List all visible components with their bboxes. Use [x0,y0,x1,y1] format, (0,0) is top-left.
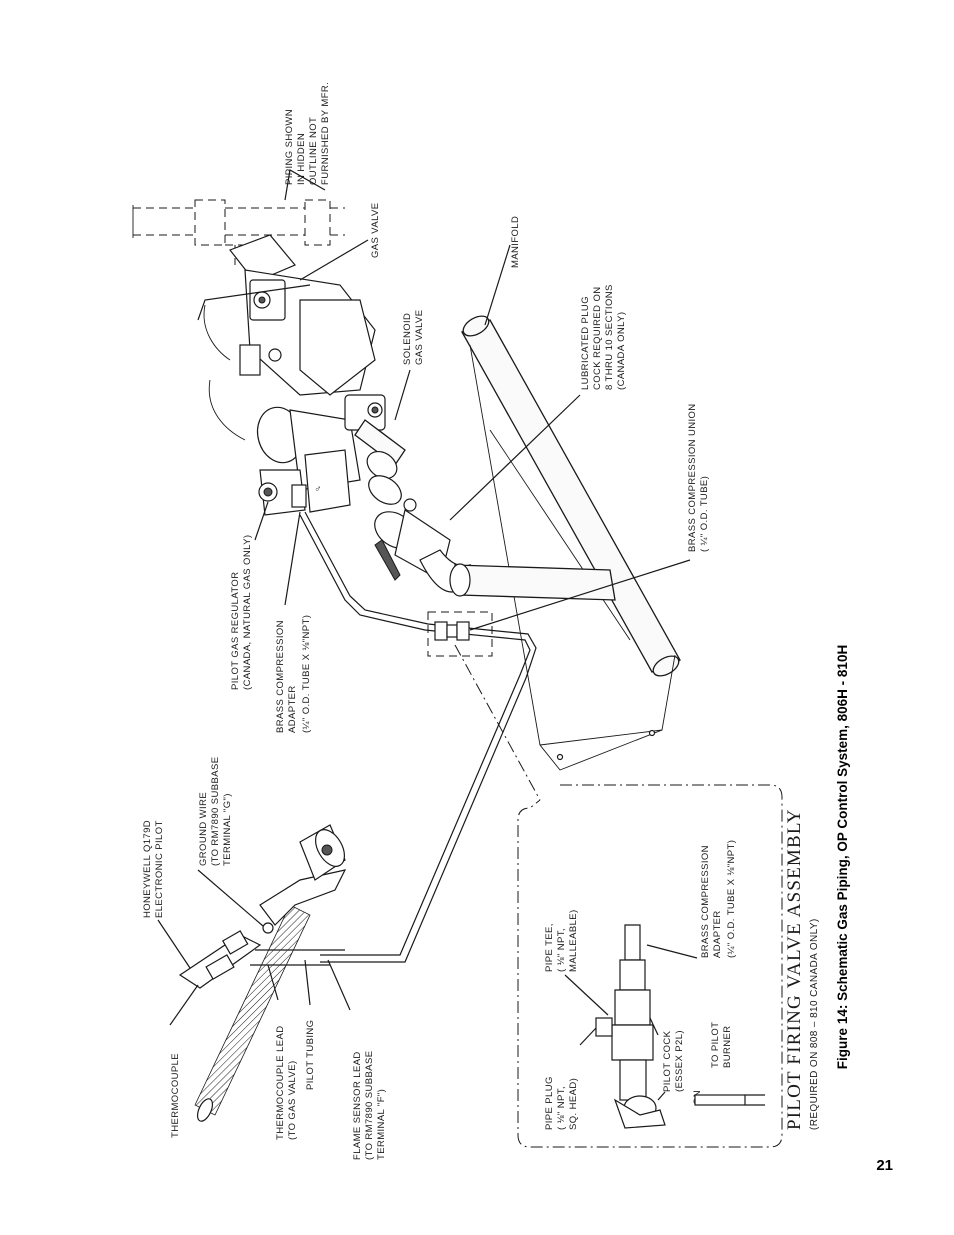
svg-text:(¼" O.D. TUBE X ⅛"NPT): (¼" O.D. TUBE X ⅛"NPT) [301,615,312,733]
svg-text:GAS VALVE: GAS VALVE [414,309,425,365]
svg-text:PILOT GAS REGULATOR: PILOT GAS REGULATOR [230,572,241,690]
label-piping-hidden: PIPING SHOWN IN HIDDEN OUTLINE NOT FURNI… [284,82,331,185]
label-pilot-cock: PILOT COCK (ESSEX P2L) [662,1030,685,1092]
honeywell-pilot [178,824,347,1122]
svg-text:OUTLINE NOT: OUTLINE NOT [308,117,319,185]
svg-text:8 THRU 10 SECTIONS: 8 THRU 10 SECTIONS [604,284,615,390]
label-thermocouple: THERMOCOUPLE [170,1053,181,1138]
svg-text:BRASS COMPRESSION: BRASS COMPRESSION [700,845,711,958]
figure-caption: Figure 14: Schematic Gas Piping, OP Cont… [835,645,850,1069]
label-flame-sensor: FLAME SENSOR LEAD (TO RM7890 SUBBASE TER… [352,1051,387,1160]
field-piping-hidden [132,199,345,265]
label-gas-valve: GAS VALVE [370,202,381,258]
svg-text:( ⅛" NPT,: ( ⅛" NPT, [556,928,567,972]
svg-text:ADAPTER: ADAPTER [287,685,298,733]
svg-text:BRASS COMPRESSION UNION: BRASS COMPRESSION UNION [687,403,698,552]
svg-text:PIPE TEE,: PIPE TEE, [544,923,555,972]
svg-text:(ESSEX P2L): (ESSEX P2L) [674,1030,685,1092]
pilot-tubing [299,511,537,963]
svg-text:TERMINAL "F"): TERMINAL "F") [376,1089,387,1160]
label-honeywell: HONEYWELL Q179D ELECTRONIC PILOT [142,820,165,918]
svg-text:PIPING SHOWN: PIPING SHOWN [284,109,295,185]
svg-text:SOLENOID: SOLENOID [402,313,413,365]
svg-text:(TO RM7890 SUBBASE: (TO RM7890 SUBBASE [210,757,221,866]
svg-text:PILOT COCK: PILOT COCK [662,1030,673,1092]
label-pipe-tee: PIPE TEE, ( ⅛" NPT, MALLEABLE) [544,909,579,972]
svg-text:♂: ♂ [314,484,322,495]
svg-text:(CANADA, NATURAL GAS ONLY): (CANADA, NATURAL GAS ONLY) [242,535,253,690]
pilot-firing-valve-inset: ON [517,784,783,1148]
svg-text:MALLEABLE): MALLEABLE) [568,909,579,972]
svg-text:BURNER: BURNER [722,1025,733,1068]
label-solenoid: SOLENOID GAS VALVE [402,309,425,365]
label-thermocouple-lead: THERMOCOUPLE LEAD (TO GAS VALVE) [275,1026,298,1141]
svg-text:(TO GAS VALVE): (TO GAS VALVE) [287,1060,298,1140]
svg-text:THERMOCOUPLE LEAD: THERMOCOUPLE LEAD [275,1026,286,1141]
label-brass-union: BRASS COMPRESSION UNION ( ¼" O.D. TUBE) [687,403,710,552]
pilot-gas-regulator: ♂ [258,449,351,516]
svg-text:IN HIDDEN: IN HIDDEN [296,133,307,185]
label-pilot-regulator: PILOT GAS REGULATOR (CANADA, NATURAL GAS… [230,535,253,690]
manifold [461,315,681,771]
gas-valve [197,234,376,441]
svg-text:ELECTRONIC PILOT: ELECTRONIC PILOT [154,820,165,918]
svg-text:TERMINAL "G"): TERMINAL "G") [222,793,233,866]
page-number: 21 [876,1157,893,1174]
svg-text:LUBRICATED PLUG: LUBRICATED PLUG [580,296,591,390]
label-lubricated-plug: LUBRICATED PLUG COCK REQUIRED ON 8 THRU … [580,284,627,390]
svg-text:TO PILOT: TO PILOT [710,1022,721,1068]
leader-lines [157,169,691,1026]
valve-piping [354,419,417,512]
inset-subtitle: (REQUIRED ON 808 – 810 CANADA ONLY) [809,918,820,1130]
svg-text:( ¼" O.D. TUBE): ( ¼" O.D. TUBE) [699,476,710,552]
svg-text:FLAME SENSOR LEAD: FLAME SENSOR LEAD [352,1051,363,1160]
svg-text:ADAPTER: ADAPTER [712,910,723,958]
label-to-pilot: TO PILOT BURNER [710,1022,733,1068]
label-brass-adapter: BRASS COMPRESSION ADAPTER (¼" O.D. TUBE … [275,615,312,733]
svg-text:(TO RM7890 SUBBASE: (TO RM7890 SUBBASE [364,1051,375,1160]
svg-text:GROUND WIRE: GROUND WIRE [198,792,209,866]
svg-text:(CANADA ONLY): (CANADA ONLY) [616,312,627,390]
svg-text:SQ. HEAD): SQ. HEAD) [568,1078,579,1130]
manifold-connection-pipe [449,563,616,601]
inset-leader [454,644,541,801]
svg-text:HONEYWELL Q179D: HONEYWELL Q179D [142,820,153,918]
label-inset-adapter: BRASS COMPRESSION ADAPTER (¼" O.D. TUBE … [700,840,737,958]
label-pilot-tubing: PILOT TUBING [305,1020,316,1090]
brass-compression-union [427,611,493,657]
svg-text:( ⅛" NPT,: ( ⅛" NPT, [556,1086,567,1130]
inset-title: PILOT FIRING VALVE ASSEMBLY [784,808,805,1130]
svg-text:PIPE PLUG: PIPE PLUG [544,1076,555,1130]
svg-text:FURNISHED BY MFR.: FURNISHED BY MFR. [320,82,331,185]
svg-text:BRASS COMPRESSION: BRASS COMPRESSION [275,620,286,733]
label-pipe-plug: PIPE PLUG ( ⅛" NPT, SQ. HEAD) [544,1076,579,1130]
svg-text:(¼" O.D. TUBE X ⅛"NPT): (¼" O.D. TUBE X ⅛"NPT) [726,840,737,958]
svg-text:COCK REQUIRED ON: COCK REQUIRED ON [592,286,603,390]
label-manifold: MANIFOLD [510,216,521,268]
label-ground-wire: GROUND WIRE (TO RM7890 SUBBASE TERMINAL … [198,757,233,866]
